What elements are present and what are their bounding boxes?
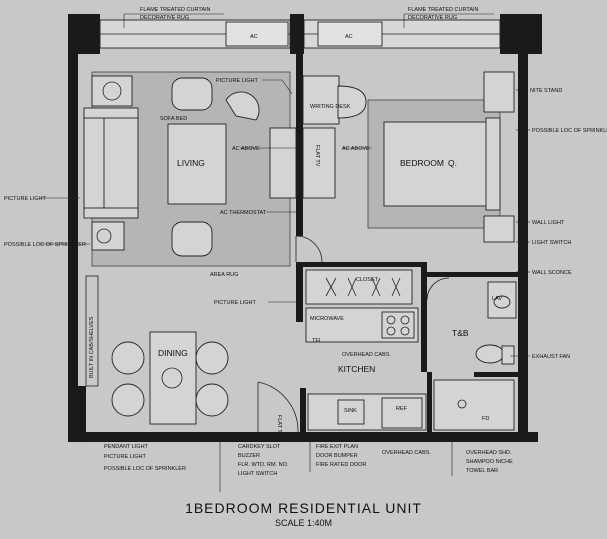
sofa-bed-label: SOFA BED — [160, 116, 187, 122]
cardkey-slot-label: CARDKEY SLOT — [238, 444, 281, 450]
lav-label: LAV — [492, 296, 502, 302]
closet-label: CLOSET — [356, 277, 379, 283]
dining-set — [111, 331, 229, 425]
tv-label-left: FLAT TV — [276, 415, 282, 437]
nite-stand-label: NITE STAND — [530, 88, 562, 94]
living-label: LIVING — [177, 158, 205, 168]
buzzer-label: BUZZER — [238, 453, 260, 459]
interior-walls — [78, 54, 523, 434]
entry-door — [257, 381, 299, 433]
fire-exit-plan-label: FIRE EXIT PLAN — [316, 444, 358, 450]
decorative-rug-left: DECORATIVE RUG — [140, 15, 189, 21]
kitchen-counter — [305, 307, 419, 343]
ac-above-left: AC ABOVE — [232, 146, 260, 152]
nite-stand-top — [483, 71, 515, 113]
light-switch-label: LIGHT SWITCH — [532, 240, 571, 246]
decorative-rug-right: DECORATIVE RUG — [408, 15, 457, 21]
side-tables — [91, 75, 133, 251]
writing-desk-label: WRITING DESK — [310, 104, 351, 110]
wall-light-label: WALL LIGHT — [532, 220, 565, 226]
flame-curtain-right: FLAME TREATED CURTAIN — [408, 7, 479, 13]
overhead-cabs-lower: OVERHEAD CABS. — [382, 450, 431, 456]
door-bumper-label: DOOR BUMPER — [316, 453, 358, 459]
living-door — [295, 235, 323, 263]
wall-sconce-label: WALL SCONCE — [532, 270, 572, 276]
nite-stand-bottom — [483, 215, 515, 243]
desk-chair — [337, 85, 367, 119]
bed-headboard — [485, 117, 501, 211]
possible-sprinkler-left: POSSIBLE LOC OF SPRINKLER — [4, 242, 86, 248]
fd-label: FD — [482, 416, 489, 422]
ac-above-right: AC ABOVE — [342, 146, 370, 152]
closet-block — [305, 269, 413, 305]
exhaust-fan-label: EXHAUST FAN — [532, 354, 570, 360]
tv-cabinet — [269, 127, 297, 199]
possible-sprinkler-right: POSSIBLE LOC OF SPRINKLER — [532, 128, 607, 134]
writing-desk — [302, 75, 340, 125]
towel-bar-label: TOWEL BAR — [466, 468, 498, 474]
bathroom-fixtures — [433, 281, 517, 431]
bedroom-label: BEDROOM — [400, 158, 444, 168]
kitchen-label: KITCHEN — [338, 364, 375, 374]
armchair — [171, 77, 260, 257]
overhead-shd-label: OVERHEAD SHD. — [466, 450, 512, 456]
picture-light-top: PICTURE LIGHT — [216, 78, 259, 84]
possible-sprinkler-bottom: POSSIBLE LOC OF SPRINKLER — [104, 466, 186, 472]
fire-rated-door-label: FIRE RATED DOOR — [316, 462, 366, 468]
built-in-shelves — [85, 275, 99, 387]
built-in-cab-label: BUILT IN CAB/SHELVES — [89, 316, 95, 378]
ac-label-left: AC — [250, 34, 258, 40]
coffee-table — [167, 123, 227, 205]
tv-cabinet-bed — [302, 127, 336, 199]
ac-label-right: AC — [345, 34, 353, 40]
picture-light-mid: PICTURE LIGHT — [214, 300, 257, 306]
overhead-cabs-upper: OVERHEAD CABS. — [342, 352, 391, 358]
tv-label-right: FLAT TV — [314, 145, 320, 167]
bath-door — [426, 277, 450, 301]
flr-rm-no-label: FLR. WTD. RM. NO. — [238, 462, 289, 468]
light-switch-bottom: LIGHT SWITCH — [238, 471, 277, 477]
picture-light-left: PICTURE LIGHT — [4, 196, 47, 202]
exterior-walls — [68, 14, 542, 442]
leader-lines — [40, 13, 530, 492]
plan-title: 1BEDROOM RESIDENTIAL UNIT — [185, 500, 422, 516]
flame-curtain-left: FLAME TREATED CURTAIN — [140, 7, 211, 13]
bath-label: T&B — [452, 328, 469, 338]
microwave-label: MICROWAVE — [310, 316, 344, 322]
sofa-bed — [83, 107, 139, 219]
labels: FLAME TREATED CURTAIN DECORATIVE RUG FLA… — [4, 7, 607, 477]
picture-light-bottom: PICTURE LIGHT — [104, 454, 147, 460]
bed-size-label: Q. — [448, 158, 457, 168]
plan-scale: SCALE 1:40M — [274, 518, 333, 528]
area-rug-label: AREA RUG — [210, 272, 238, 278]
shampoo-niche-label: SHAMPOO NICHE — [466, 459, 513, 465]
ac-thermostat: AC THERMOSTAT — [220, 210, 267, 216]
kitchen-lower-counter — [307, 393, 427, 431]
pendant-light-label: PENDANT LIGHT — [104, 444, 149, 450]
sink-label: SINK — [344, 408, 357, 414]
tel-label: TEL — [312, 338, 322, 344]
queen-bed — [383, 121, 501, 207]
ref-label: REF — [396, 406, 408, 412]
dining-label: DINING — [158, 348, 188, 358]
